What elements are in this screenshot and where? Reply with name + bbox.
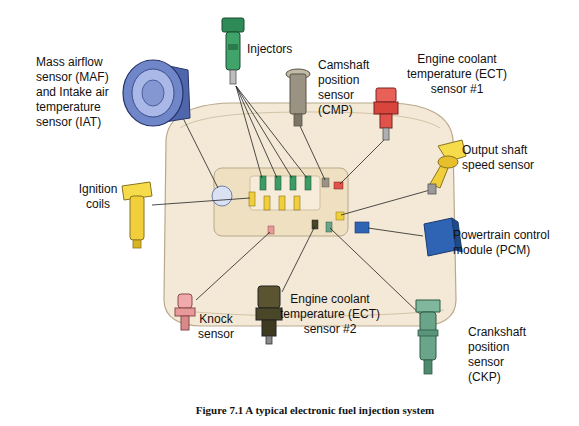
cmp-sensor-icon-part — [290, 74, 306, 114]
output-shaft-sensor-icon-part — [428, 184, 436, 194]
engine-injectors-part — [305, 176, 311, 190]
ect-sensor-icon-part — [266, 336, 272, 344]
engine-sensors-part — [326, 222, 332, 232]
leader-lines-part — [236, 86, 277, 178]
ckp-sensor-icon-part — [424, 360, 432, 374]
maf-sensor-icon-part — [123, 60, 183, 126]
part-label: Engine coolant temperature (ECT) sensor … — [274, 292, 386, 337]
leader-lines-part — [300, 126, 325, 180]
ect-sensor-icon-part — [256, 308, 282, 320]
ckp-sensor-icon-part — [416, 300, 440, 312]
leader-lines-part — [341, 190, 430, 215]
engine-coils-part — [249, 192, 255, 206]
ignition-coil-icon-part — [130, 196, 144, 240]
engine-injectors-part — [260, 176, 266, 190]
part-label: Ignition coils — [68, 182, 128, 212]
ect-sensor-icon — [256, 286, 282, 344]
part-label: Injectors — [247, 42, 317, 57]
knock-sensor-icon — [175, 294, 195, 330]
ignition-coil-icon-part — [133, 240, 141, 248]
engine-sensors — [268, 178, 369, 234]
leader-lines-part — [236, 86, 262, 178]
engine-coils — [249, 192, 300, 210]
ignition-coil-icon — [122, 182, 152, 248]
engine-coils-part — [294, 196, 300, 210]
ect-sensor-icon-part — [380, 114, 392, 128]
injector-icon-part — [222, 18, 244, 32]
engine-coils-part — [279, 196, 285, 210]
output-shaft-sensor-icon-part — [438, 156, 458, 168]
engine-block-part — [250, 176, 320, 210]
part-label: Crankshaft position sensor (CKP) — [468, 325, 534, 385]
figure-caption: Figure 7.1 A typical electronic fuel inj… — [95, 404, 535, 416]
knock-sensor-icon-part — [178, 294, 192, 308]
maf-sensor-icon — [123, 60, 190, 126]
engine-block-part — [212, 186, 232, 206]
ckp-sensor-icon — [416, 300, 440, 374]
ect-sensor-icon-part — [383, 128, 389, 140]
injector-icon-part — [226, 32, 240, 70]
leader-lines-part — [282, 226, 315, 292]
engine-block-part — [214, 168, 348, 236]
car-outline-part — [180, 112, 440, 128]
maf-sensor-icon-part — [142, 80, 164, 106]
ckp-sensor-icon-part — [418, 330, 438, 336]
engine-sensors-part — [336, 212, 344, 220]
ect-sensor-icon-part — [376, 88, 396, 102]
ect-sensor-icon-part — [258, 286, 280, 308]
pcm-icon-part — [424, 218, 456, 256]
part-label: Camshaft position sensor (CMP) — [318, 58, 378, 118]
cmp-sensor-icon-part — [294, 114, 302, 126]
injector-icon — [222, 18, 244, 84]
knock-sensor-icon-part — [175, 308, 195, 316]
engine-injectors-part — [290, 176, 296, 190]
part-label: Powertrain control module (PCM) — [453, 228, 567, 258]
engine-sensors-part — [312, 220, 318, 229]
leader-lines-part — [368, 228, 423, 236]
leader-lines-part — [152, 198, 250, 205]
engine-sensors-part — [322, 178, 329, 187]
cmp-sensor-icon — [286, 69, 310, 126]
leader-lines-part — [236, 86, 292, 178]
output-shaft-sensor-icon — [428, 140, 466, 194]
injector-icon-part — [228, 44, 238, 50]
ect-sensor-icon-part — [262, 320, 276, 336]
leader-lines — [152, 86, 430, 318]
engine-injectors-part — [275, 176, 281, 190]
injector-icon-part — [230, 70, 236, 84]
part-label: Engine coolant temperature (ECT) sensor … — [401, 52, 513, 97]
part-label: Knock sensor — [186, 312, 246, 342]
ect-sensor-icon — [374, 88, 398, 140]
engine-sensors-part — [355, 222, 369, 233]
knock-sensor-icon-part — [181, 316, 189, 330]
engine-injectors — [260, 176, 311, 190]
leader-lines-part — [340, 140, 384, 184]
part-label: Output shaft speed sensor — [462, 143, 546, 173]
ect-sensor-icon-part — [374, 102, 398, 114]
leader-lines-part — [180, 112, 218, 188]
engine-coils-part — [264, 196, 270, 210]
maf-sensor-icon-part — [132, 69, 174, 117]
engine-block — [212, 168, 348, 236]
part-label: Mass airflow sensor (MAF) and Intake air… — [36, 55, 124, 130]
engine-sensors-part — [334, 182, 343, 189]
